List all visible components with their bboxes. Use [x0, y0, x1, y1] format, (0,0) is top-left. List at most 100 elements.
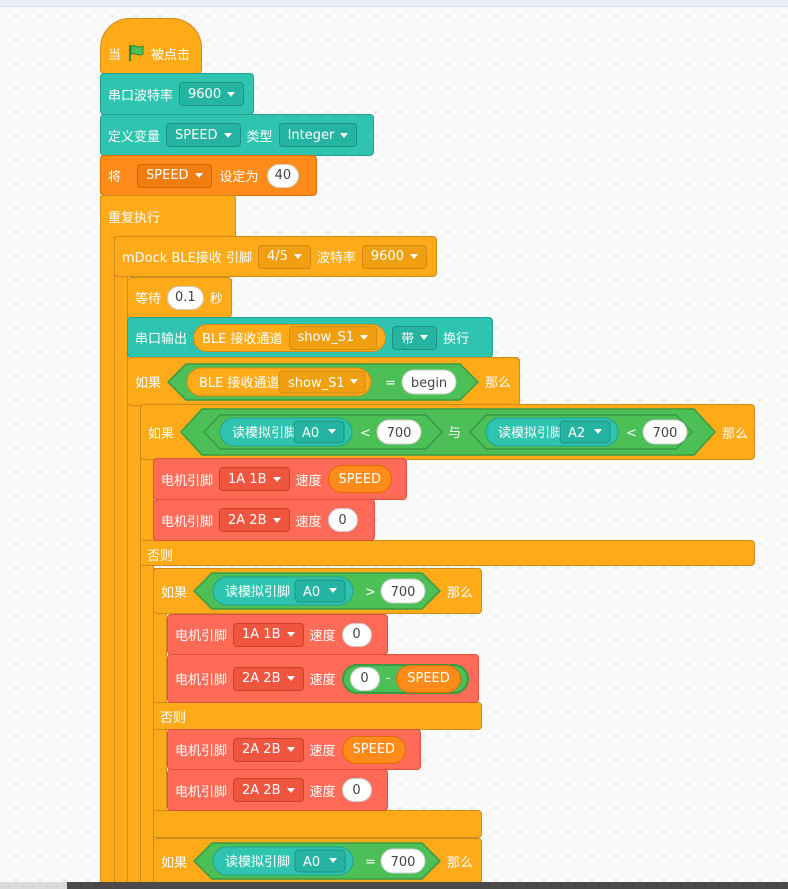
motor3-speed-input[interactable]: 0: [341, 622, 372, 647]
serial-baud-dropdown[interactable]: 9600: [179, 82, 245, 106]
hat-prefix: 当: [108, 47, 122, 63]
if3-else-bar[interactable]: [153, 702, 482, 730]
if2-pin2-value[interactable]: A2: [568, 426, 585, 441]
subtract-op: -: [385, 671, 391, 686]
newline-mode-dropdown[interactable]: 带: [392, 325, 438, 350]
ble-receive-block[interactable]: mDock BLE接收 引脚 4/5 波特率 9600: [114, 236, 437, 277]
motor3-pin-dropdown[interactable]: 1A 1B: [233, 622, 304, 647]
subtract-left-input[interactable]: 0: [349, 666, 380, 691]
if1-block[interactable]: 如果 BLE 接收通道 show_S1 = begin 那么: [127, 357, 520, 406]
motor3-label: 电机引脚: [175, 629, 228, 644]
motor-block-4[interactable]: 电机引脚 2A 2B 速度 0 - SPEED: [167, 654, 479, 703]
serial-baud-block[interactable]: 串口波特率 9600: [100, 73, 254, 115]
ble-baud-dropdown[interactable]: 9600: [361, 244, 427, 269]
if1-ble-label: BLE 接收通道: [199, 375, 280, 391]
variable-type-dropdown[interactable]: Integer: [278, 123, 358, 147]
if1-channel-value[interactable]: show_S1: [288, 376, 345, 391]
ble-pin-value: 4/5: [266, 249, 288, 264]
else1-label: 否则: [147, 549, 174, 564]
when-flag-clicked-block[interactable]: 当 被点击: [100, 18, 202, 74]
motor6-pin-value: 2A 2B: [242, 782, 281, 798]
chevron-down-icon: [420, 335, 429, 340]
if3-val[interactable]: 700: [391, 585, 416, 600]
if2-else-bar[interactable]: [140, 540, 755, 566]
if4-condition[interactable]: 读模拟引脚 A0 = 700: [193, 842, 442, 880]
motor4-label: 电机引脚: [175, 673, 228, 688]
ble-receive-arm[interactable]: [114, 236, 128, 889]
set-variable-block[interactable]: 将 SPEED 设定为 40: [100, 155, 317, 196]
chevron-down-icon: [194, 173, 203, 178]
type-label: 类型: [246, 129, 273, 145]
if2-label: 如果: [148, 426, 175, 442]
if1-compare-value[interactable]: begin: [411, 376, 447, 391]
if2-block[interactable]: 如果 读模拟引脚 A0 < 700 与 读模拟引脚 A2 < 700 那么: [140, 404, 755, 460]
define-variable-block[interactable]: 定义变量 SPEED 类型 Integer: [100, 114, 374, 156]
set-var-prefix: 将: [108, 170, 122, 185]
wait-block[interactable]: 等待 0.1 秒: [127, 277, 232, 318]
serial-print-block[interactable]: 串口输出 BLE 接收通道 show_S1 带 换行: [127, 317, 493, 358]
motor-block-3[interactable]: 电机引脚 1A 1B 速度 0: [167, 614, 388, 655]
scrollbar-thumb[interactable]: [67, 882, 788, 889]
motor2-pin-value: 2A 2B: [228, 512, 267, 528]
ble-baud-value: 9600: [370, 249, 404, 264]
if2-pin1-value[interactable]: A0: [302, 426, 319, 441]
if4-val[interactable]: 700: [391, 855, 416, 870]
motor4-pin-dropdown[interactable]: 2A 2B: [233, 666, 304, 691]
variable-name-dropdown[interactable]: SPEED: [166, 123, 241, 147]
horizontal-scrollbar[interactable]: [0, 882, 788, 889]
chevron-down-icon: [409, 254, 418, 259]
subtract-right-variable[interactable]: SPEED: [396, 664, 461, 693]
if1-label: 如果: [135, 376, 162, 391]
if1-then: 那么: [485, 376, 512, 391]
set-variable-dropdown[interactable]: SPEED: [137, 163, 212, 188]
if1-arm[interactable]: [127, 358, 141, 889]
ble-channel-reporter[interactable]: BLE 接收通道 show_S1: [193, 323, 387, 352]
window-top-border: [0, 0, 788, 7]
newline-label: 换行: [443, 332, 470, 347]
if3-pin-value[interactable]: A0: [303, 585, 320, 600]
chevron-down-icon: [286, 676, 295, 681]
set-value-input[interactable]: 40: [266, 163, 300, 188]
motor1-pin-dropdown[interactable]: 1A 1B: [219, 467, 290, 491]
forever-block[interactable]: 重复执行: [100, 195, 236, 237]
if3-condition[interactable]: 读模拟引脚 A0 > 700: [193, 572, 442, 610]
if4-then: 那么: [447, 855, 474, 871]
if2-arm[interactable]: [140, 405, 154, 889]
chevron-down-icon: [594, 429, 603, 434]
chevron-down-icon: [286, 632, 295, 637]
ble-channel-label: BLE 接收通道: [202, 332, 283, 347]
variable-name-value: SPEED: [175, 127, 218, 143]
if4-read-label: 读模拟引脚: [225, 854, 290, 870]
motor-block-5[interactable]: 电机引脚 2A 2B 速度 SPEED: [167, 729, 421, 770]
motor5-speed-variable[interactable]: SPEED: [341, 735, 407, 764]
if3-bottom-bar[interactable]: [153, 810, 482, 838]
if2-val2[interactable]: 700: [653, 426, 678, 441]
motor2-speed-input[interactable]: 0: [327, 508, 358, 532]
if2-op2: <: [626, 426, 637, 441]
motor1-label: 电机引脚: [161, 473, 214, 489]
ble-channel-dropdown[interactable]: show_S1: [288, 325, 378, 350]
motor3-speed-label: 速度: [309, 629, 336, 644]
motor6-pin-dropdown[interactable]: 2A 2B: [233, 778, 304, 802]
subtract-operator[interactable]: 0 - SPEED: [341, 663, 469, 694]
wait-seconds-input[interactable]: 0.1: [167, 285, 204, 310]
if4-pin-value[interactable]: A0: [303, 855, 320, 870]
motor5-pin-dropdown[interactable]: 2A 2B: [233, 737, 304, 762]
motor1-speed-label: 速度: [295, 473, 322, 489]
serial-baud-label: 串口波特率: [108, 88, 174, 104]
motor-block-6[interactable]: 电机引脚 2A 2B 速度 0: [167, 769, 388, 811]
motor2-pin-dropdown[interactable]: 2A 2B: [219, 508, 290, 532]
if1-condition[interactable]: BLE 接收通道 show_S1 = begin: [167, 362, 480, 401]
if4-block[interactable]: 如果 读模拟引脚 A0 = 700 那么: [153, 838, 482, 884]
motor6-speed-input[interactable]: 0: [341, 778, 372, 802]
motor1-speed-variable[interactable]: SPEED: [327, 465, 393, 493]
motor1-pin-value: 1A 1B: [228, 471, 267, 487]
if2-condition[interactable]: 读模拟引脚 A0 < 700 与 读模拟引脚 A2 < 700: [180, 408, 717, 456]
if2-val1[interactable]: 700: [387, 426, 412, 441]
ble-receive-label: mDock BLE接收 引脚: [122, 251, 252, 266]
motor-block-2[interactable]: 电机引脚 2A 2B 速度 0: [153, 499, 375, 541]
ble-pin-dropdown[interactable]: 4/5: [257, 244, 311, 269]
if3-block[interactable]: 如果 读模拟引脚 A0 > 700 那么: [153, 568, 482, 614]
motor-block-1[interactable]: 电机引脚 1A 1B 速度 SPEED: [153, 458, 407, 500]
if2-read1-label: 读模拟引脚: [232, 425, 297, 441]
